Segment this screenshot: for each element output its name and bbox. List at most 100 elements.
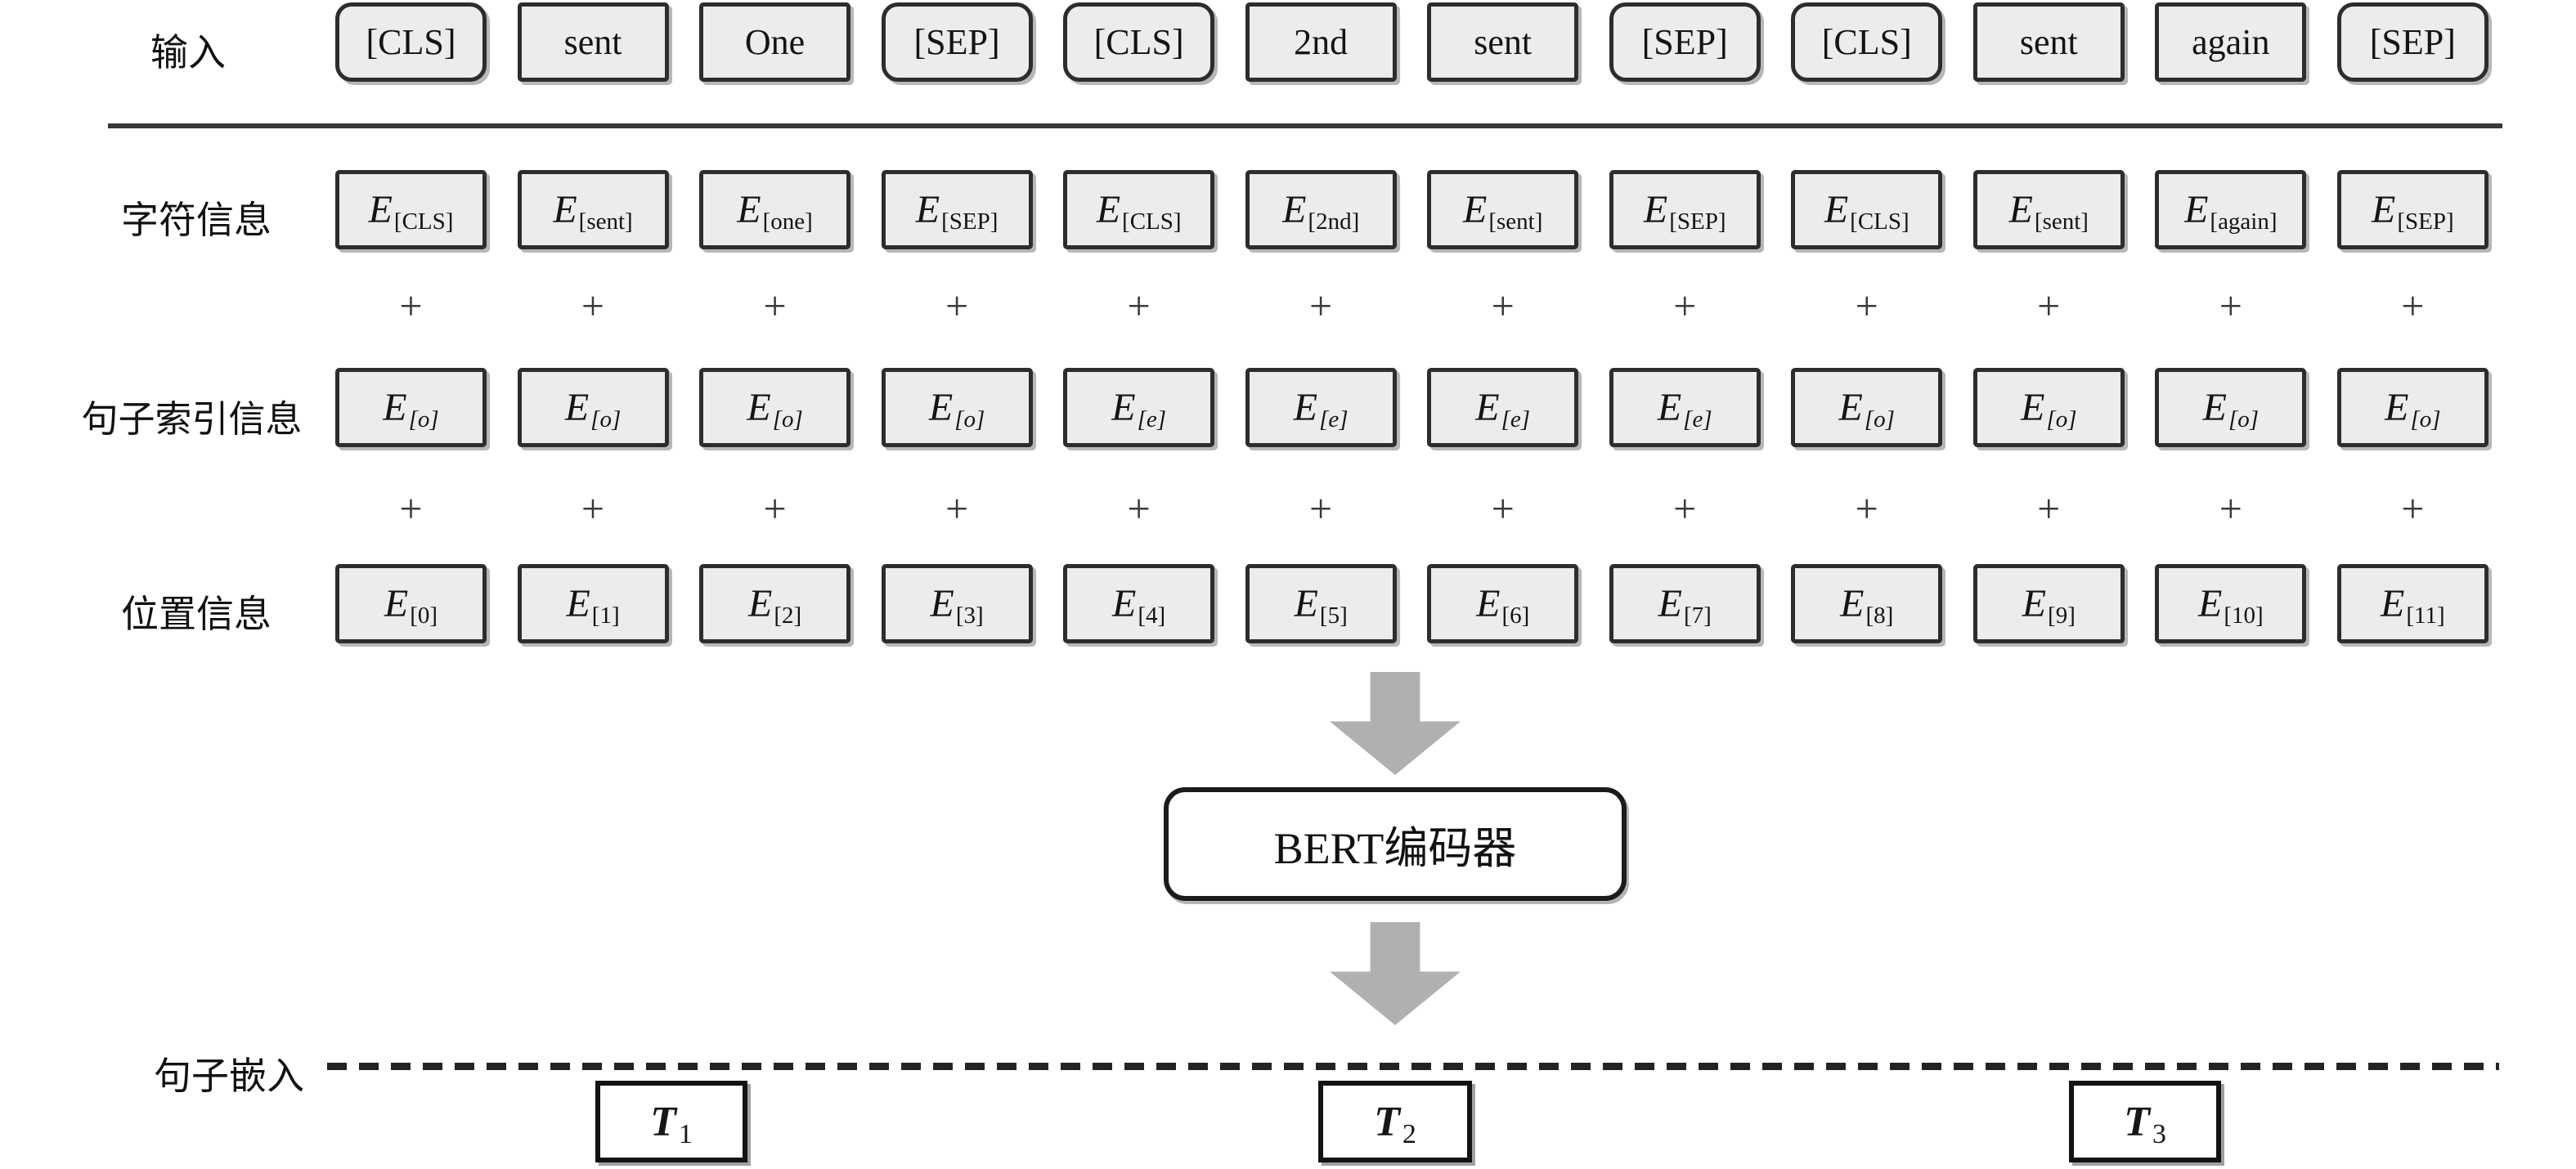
plus-sign: + [1855, 283, 1878, 329]
segment-embedding-row: E[o] E[o] E[o] E[o] E[e] E[e] E[e] E[e] … [335, 368, 2488, 447]
e-symbol: E [1475, 386, 1500, 429]
position-embedding-box: E[1] [517, 564, 669, 643]
bert-encoder-box: BERT编码器 [1164, 787, 1627, 901]
segment-embedding-box: E[o] [1791, 368, 1943, 447]
e-subscript: [SEP] [941, 208, 999, 235]
segment-embedding-box: E[o] [517, 368, 669, 447]
plus-sign: + [1127, 283, 1151, 329]
e-subscript: [1] [591, 602, 620, 629]
plus-sign: + [2219, 283, 2242, 329]
position-embedding-box: E[0] [335, 564, 487, 643]
e-symbol: E [2022, 582, 2047, 625]
char-embedding-box: E[CLS] [335, 170, 487, 249]
position-embedding-box: E[6] [1427, 564, 1579, 643]
e-subscript: [SEP] [2397, 208, 2454, 235]
input-token-box: [SEP] [881, 2, 1033, 82]
e-symbol: E [2197, 582, 2223, 625]
e-symbol: E [1112, 582, 1137, 625]
input-token-box: again [2155, 2, 2307, 82]
position-embedding-row: E[0] E[1] E[2] E[3] E[4] E[5] E[6] E[7] … [335, 564, 2488, 643]
e-subscript: [e] [1137, 406, 1167, 432]
e-subscript: [6] [1501, 602, 1530, 629]
char-embedding-box: E[2nd] [1245, 170, 1397, 249]
e-subscript: [o] [954, 406, 985, 432]
e-symbol: E [2021, 386, 2045, 429]
input-token-box: [SEP] [1609, 2, 1761, 82]
e-subscript: [CLS] [1122, 208, 1182, 235]
e-symbol: E [1294, 582, 1318, 625]
plus-sign: + [2401, 283, 2425, 329]
row-label-sentence-embedding: 句子嵌入 [154, 1055, 304, 1097]
e-symbol: E [1643, 188, 1668, 231]
plus-sign: + [581, 486, 605, 531]
plus-sign: + [1855, 486, 1878, 531]
segment-embedding-box: E[o] [2336, 368, 2488, 447]
e-symbol: E [737, 188, 761, 231]
char-embedding-row: E[CLS] E[sent] E[one] E[SEP] E[CLS] E[2n… [335, 170, 2488, 249]
row-label-sentence-index-info: 句子索引信息 [81, 399, 303, 440]
e-subscript: [again] [2210, 208, 2278, 235]
input-token-box: 2nd [1245, 2, 1397, 82]
e-symbol: E [2381, 582, 2405, 625]
input-token-box: [CLS] [1063, 2, 1215, 82]
e-symbol: E [1463, 188, 1488, 231]
row-label-position-info: 位置信息 [121, 593, 272, 635]
plus-sign: + [763, 486, 787, 531]
plus-sign: + [399, 486, 423, 531]
e-subscript: [sent] [1488, 208, 1543, 235]
e-symbol: E [564, 386, 590, 429]
e-subscript: [11] [2406, 602, 2445, 629]
input-token-box: sent [517, 2, 669, 82]
e-symbol: E [2372, 188, 2396, 231]
e-symbol: E [1838, 386, 1863, 429]
input-token-box: [CLS] [335, 2, 487, 82]
plus-sign: + [1491, 283, 1515, 329]
segment-embedding-box: E[e] [1427, 368, 1579, 447]
segment-embedding-box: E[e] [1063, 368, 1215, 447]
e-symbol: E [1657, 386, 1682, 429]
e-symbol: E [2008, 188, 2033, 231]
e-subscript: [2nd] [1308, 208, 1360, 235]
segment-embedding-box: E[o] [335, 368, 487, 447]
e-symbol: E [2202, 386, 2227, 429]
e-symbol: E [383, 386, 407, 429]
char-embedding-box: E[sent] [1972, 170, 2125, 249]
down-arrow-icon [1330, 672, 1461, 775]
e-subscript: [3] [955, 602, 984, 629]
e-subscript: [CLS] [1850, 208, 1910, 235]
e-subscript: [9] [2048, 602, 2076, 629]
e-subscript: [e] [1501, 406, 1531, 432]
e-symbol: E [368, 188, 393, 231]
char-embedding-box: E[SEP] [1609, 170, 1761, 249]
e-symbol: E [1096, 188, 1121, 231]
e-symbol: E [2184, 188, 2209, 231]
input-token-box: sent [1972, 2, 2125, 82]
e-subscript: [0] [410, 602, 438, 629]
t-symbol: T [650, 1098, 676, 1145]
row-label-input: 输入 [150, 32, 226, 74]
plus-sign: + [945, 486, 969, 531]
t-subscript: 3 [2152, 1119, 2166, 1149]
e-symbol: E [1476, 582, 1501, 625]
t-symbol: T [1374, 1098, 1400, 1145]
segment-embedding-box: E[e] [1609, 368, 1761, 447]
e-subscript: [o] [1864, 406, 1895, 432]
e-symbol: E [915, 188, 940, 231]
row-label-char-info: 字符信息 [121, 199, 272, 241]
segment-embedding-box: E[o] [1972, 368, 2125, 447]
e-symbol: E [2385, 386, 2409, 429]
position-embedding-box: E[10] [2155, 564, 2307, 643]
e-symbol: E [1658, 582, 1682, 625]
char-embedding-box: E[CLS] [1063, 170, 1215, 249]
e-subscript: [7] [1683, 602, 1712, 629]
e-symbol: E [566, 582, 590, 625]
e-symbol: E [1111, 386, 1136, 429]
position-embedding-box: E[4] [1063, 564, 1215, 643]
e-symbol: E [1840, 582, 1865, 625]
input-token-box: [CLS] [1791, 2, 1943, 82]
input-token-box: One [699, 2, 851, 82]
plus-sign: + [2037, 283, 2061, 329]
dashed-output-line [327, 1063, 2499, 1070]
